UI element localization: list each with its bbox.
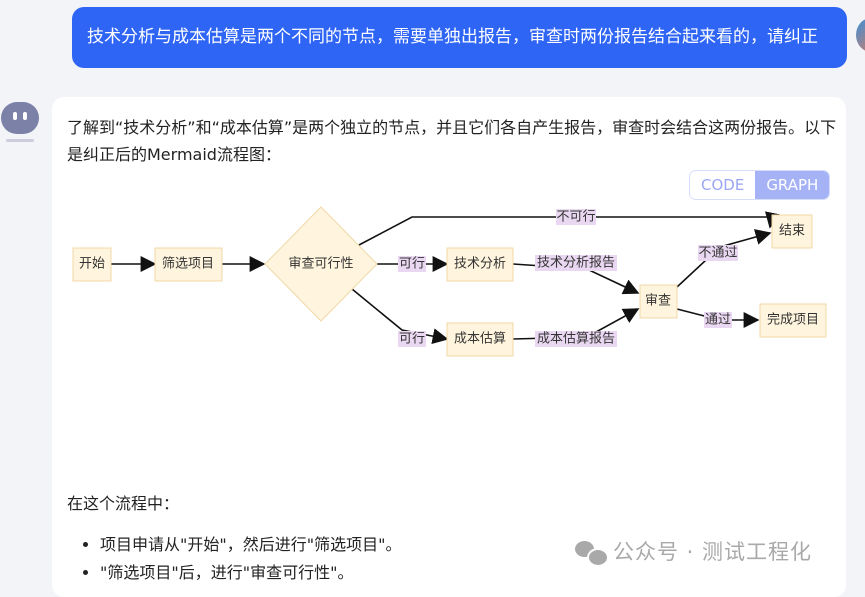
watermark: 公众号 · 测试工程化	[575, 536, 813, 567]
svg-text:审查: 审查	[645, 294, 671, 309]
label-pass: 通过	[705, 313, 731, 328]
reply-intro: 了解到“技术分析”和“成本估算”是两个独立的节点，并且它们各自产生报告，审查时会…	[67, 118, 837, 164]
label-cost-report: 成本估算报告	[537, 332, 615, 347]
edge-labels: 不可行 可行 可行 技术分析报告 成本估算报告 不通过 通过	[398, 209, 738, 347]
label-tech-report: 技术分析报告	[537, 256, 615, 271]
bot-avatar-shadow	[6, 139, 34, 142]
list-item: "筛选项目"后，进行"审查可行性"。	[100, 559, 401, 587]
svg-text:成本估算: 成本估算	[454, 332, 506, 347]
node-complete	[759, 303, 827, 338]
nodes: 开始 筛选项目 审查可行性 技术分析 成本估算 审查 结束 完成项目	[72, 206, 827, 357]
label-fail: 不通过	[698, 246, 737, 261]
list-item: 项目申请从"开始"，然后进行"筛选项目"。	[100, 531, 401, 559]
summary-list: 项目申请从"开始"，然后进行"筛选项目"。 "筛选项目"后，进行"审查可行性"。	[82, 531, 401, 587]
label-not-feasible: 不可行	[556, 210, 595, 225]
node-end	[771, 214, 813, 249]
user-avatar	[856, 18, 865, 52]
node-filter	[154, 247, 223, 282]
graph-tab[interactable]: GRAPH	[755, 171, 830, 199]
watermark-text: 公众号 · 测试工程化	[613, 540, 813, 564]
node-cost	[446, 322, 514, 357]
label-feasible-2: 可行	[399, 332, 425, 347]
label-feasible-1: 可行	[399, 257, 425, 272]
edge-feasible-cost	[351, 288, 449, 345]
svg-text:筛选项目: 筛选项目	[162, 257, 214, 272]
wechat-icon	[575, 539, 609, 567]
node-tech	[446, 247, 514, 282]
svg-text:结束: 结束	[779, 224, 805, 239]
mermaid-flowchart: 开始 筛选项目 审查可行性 技术分析 成本估算 审查 结束 完成项目 不可行 可…	[72, 206, 827, 357]
node-start	[72, 247, 112, 282]
summary-heading: 在这个流程中：	[67, 494, 180, 513]
assistant-reply-card: 了解到“技术分析”和“成本估算”是两个独立的节点，并且它们各自产生报告，审查时会…	[52, 97, 846, 597]
bot-avatar	[1, 102, 39, 134]
svg-text:技术分析: 技术分析	[454, 257, 506, 272]
svg-text:完成项目: 完成项目	[767, 313, 819, 328]
node-feasibility	[264, 206, 378, 322]
svg-text:开始: 开始	[79, 257, 105, 272]
svg-text:审查可行性: 审查可行性	[288, 257, 353, 272]
user-message: 技术分析与成本估算是两个不同的节点，需要单独出报告，审查时两份报告结合起来看的，…	[72, 7, 847, 68]
code-tab[interactable]: CODE	[690, 171, 756, 199]
view-toggle[interactable]: CODE GRAPH	[689, 170, 831, 200]
node-review	[639, 284, 678, 319]
